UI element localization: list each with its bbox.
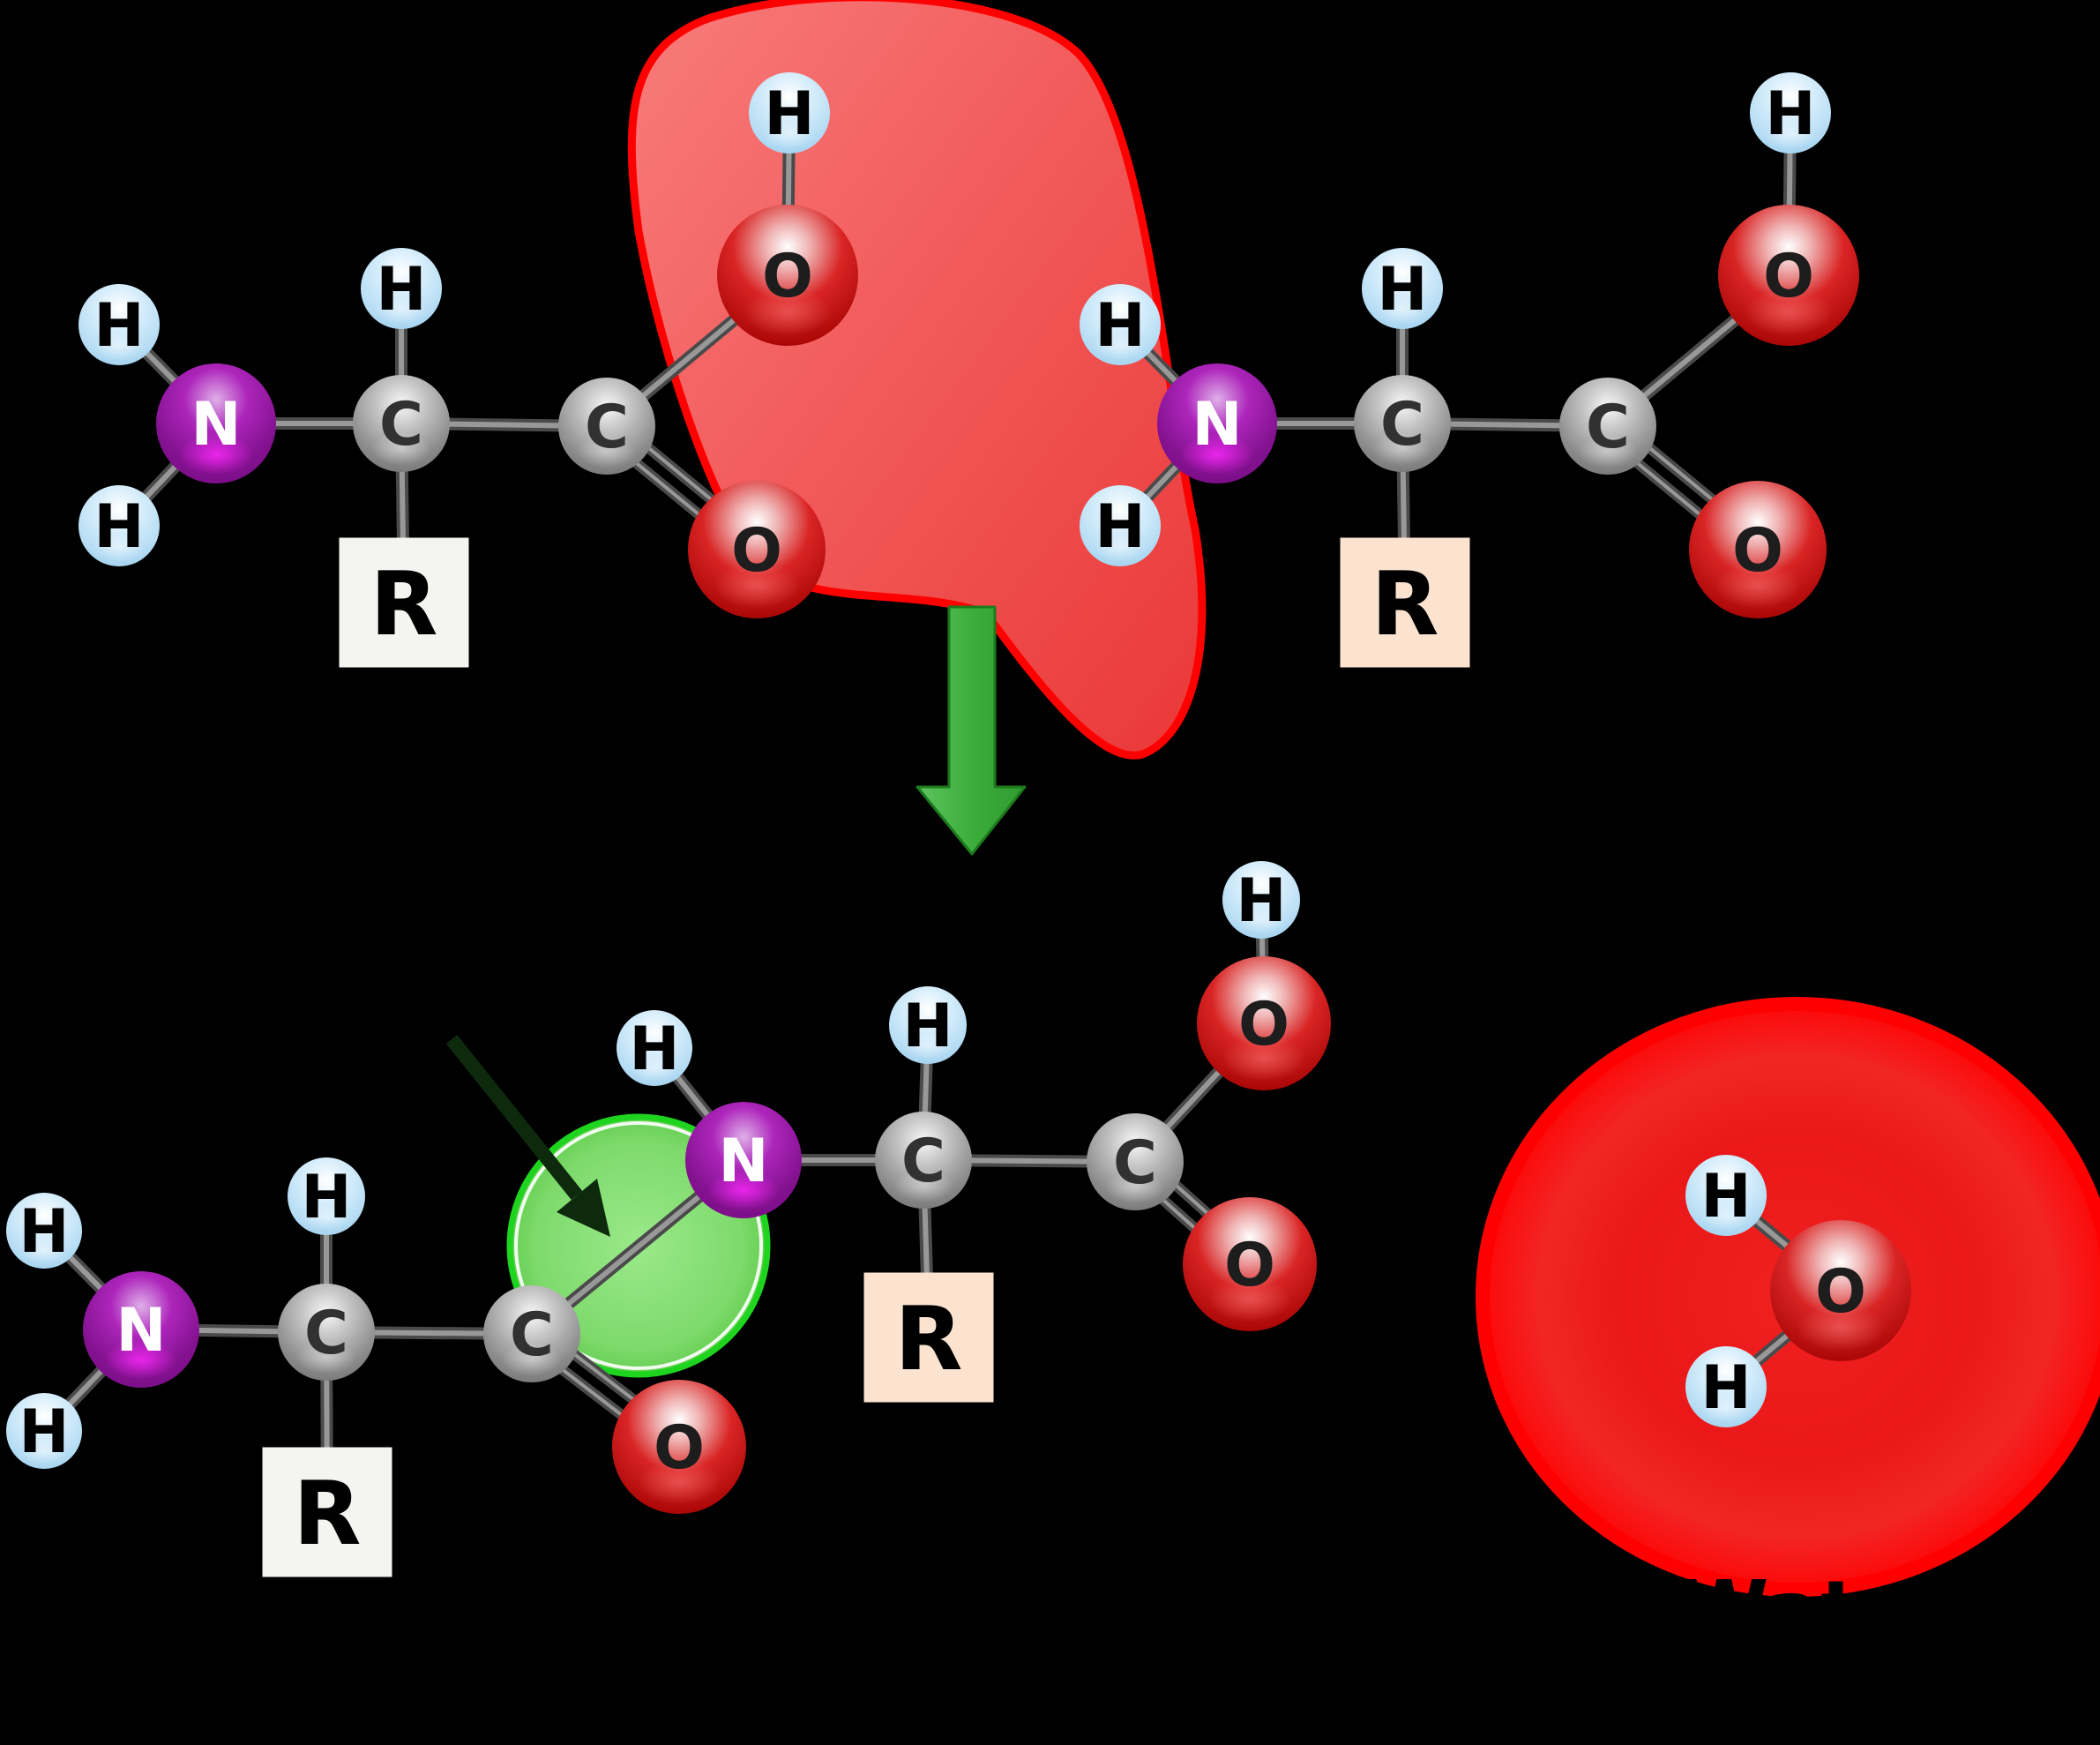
arrows-layer [445,605,1027,1237]
atom-bottom-glow [295,1340,357,1374]
water-label: Water [1678,1563,1955,1658]
atom-bottom-glow [370,431,432,466]
atom-bottom-glow [903,1031,953,1059]
peptide-bond-pointer-arrow-shaft [445,1034,583,1201]
atom-bottom-glow [1700,1202,1752,1231]
r-group-square [339,537,469,668]
atom-bottom-glow [20,1437,68,1464]
atom-bottom-glow [1377,296,1428,324]
atom-bottom-glow [1095,332,1146,360]
atom-bottom-glow [1237,906,1286,933]
atom-bottom-glow [93,533,145,561]
atom-bottom-glow [637,1458,721,1505]
peptide-bond-pointer-arrow-head [557,1179,610,1237]
r-group-square [1340,537,1470,668]
atom-bottom-glow [1745,288,1833,336]
atom-bottom-glow [1222,1035,1306,1082]
r-group-square [863,1272,994,1403]
peptide-bond-highlight-inner-ring [514,1121,763,1370]
atom-bottom-glow [1095,533,1146,561]
atom-bottom-glow [631,1054,678,1081]
condensation-highlight-blob [627,0,1207,760]
atom-bottom-glow [893,1168,954,1202]
atom-bottom-glow [714,562,800,610]
atom-bottom-glow [20,1237,68,1263]
atom-bottom-glow [1765,120,1816,148]
atom-bottom-glow [178,434,254,476]
atom-bottom-glow [576,434,638,468]
atom-bottom-glow [1371,431,1433,466]
atom-bottom-glow [707,1170,780,1210]
atom-bottom-glow [93,332,145,360]
amino-acid-2-bonds [1114,107,1797,609]
atom-bottom-glow [105,1339,177,1380]
atom-bottom-glow [1207,1276,1292,1322]
atom-bottom-glow [376,296,427,324]
atom-bottom-glow [744,288,832,336]
r-group-square [262,1447,392,1577]
atom-bottom-glow [501,1342,563,1376]
reaction-arrow [915,605,1027,856]
atom-bottom-glow [1715,562,1801,610]
atom-bottom-glow [302,1202,351,1230]
atom-bottom-glow [1104,1170,1166,1204]
atom-bottom-glow [1700,1394,1752,1422]
atom-bottom-glow [1797,1303,1885,1352]
atom-bottom-glow [1179,434,1255,476]
atom-bottom-glow [764,120,815,148]
atom-bottom-glow [1577,434,1639,468]
